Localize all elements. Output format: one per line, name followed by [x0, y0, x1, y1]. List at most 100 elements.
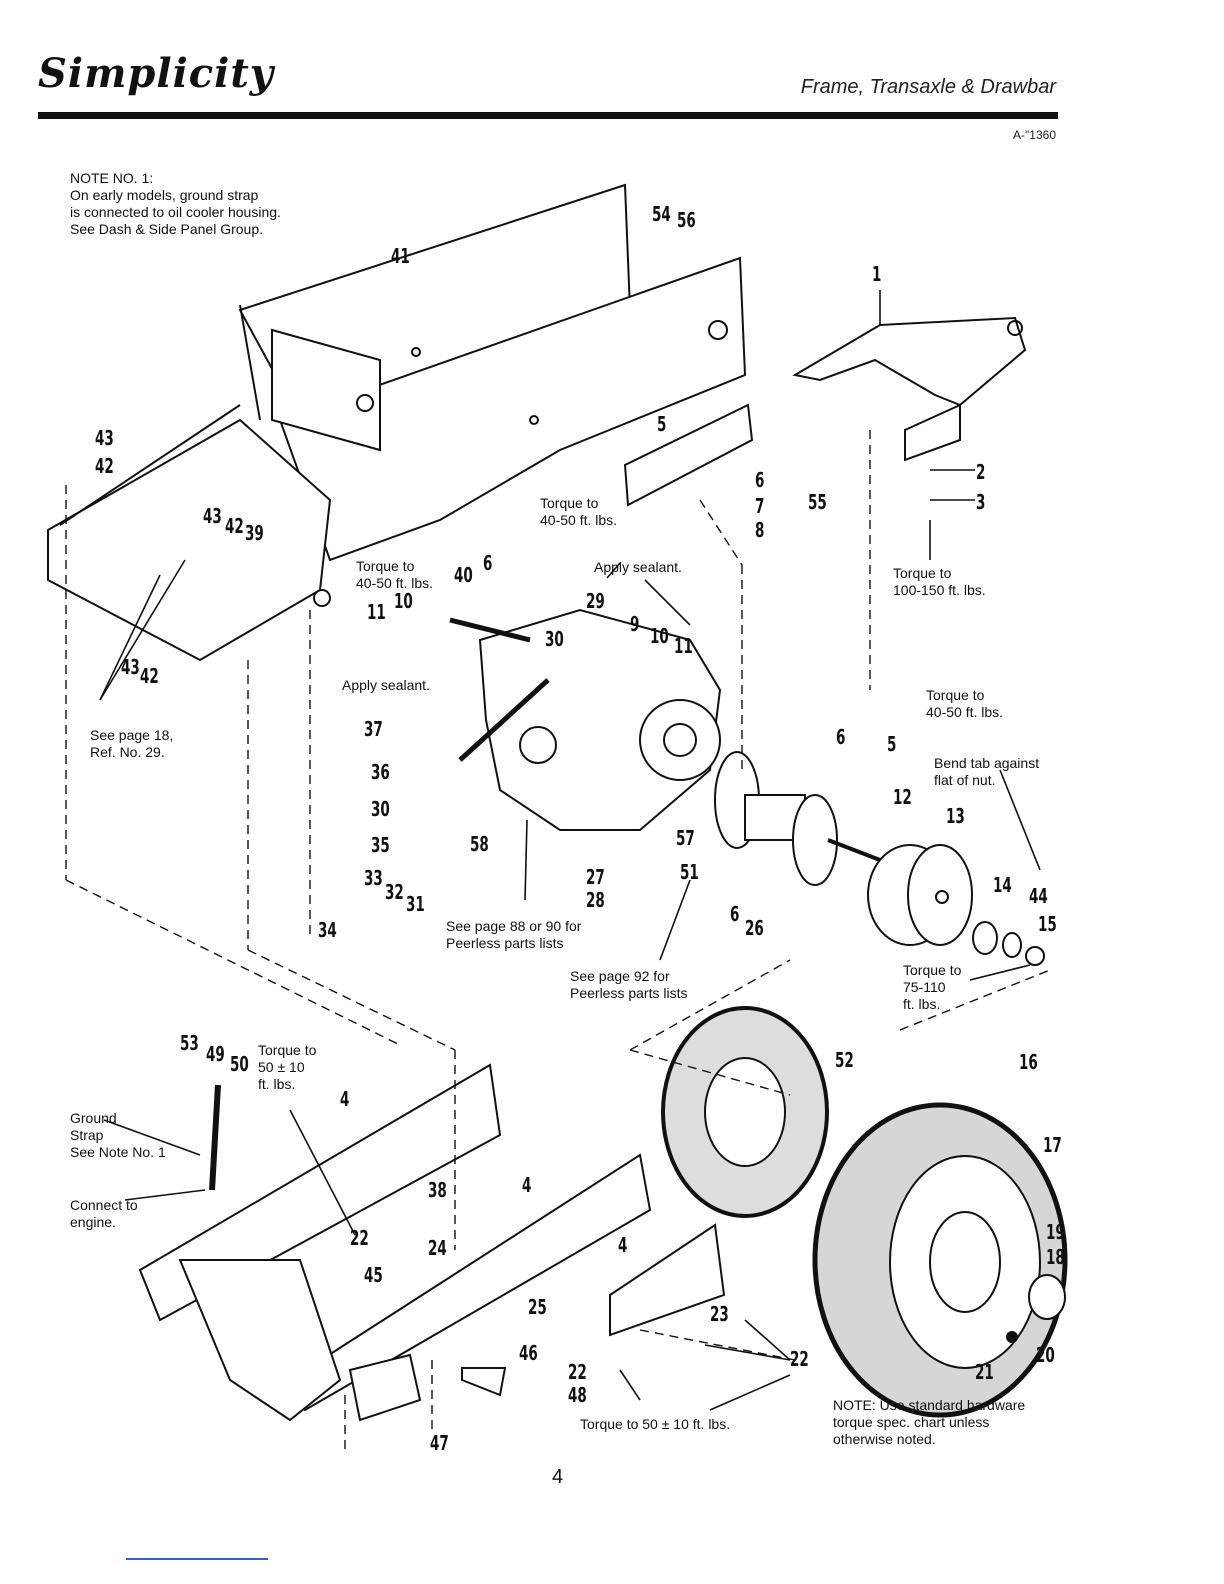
- callout-50: 50: [230, 1052, 249, 1076]
- callout-22b: 22: [790, 1347, 809, 1371]
- torque-note-50-10-b: Torque to 50 ± 10 ft. lbs.: [580, 1416, 731, 1432]
- callout-34: 34: [318, 918, 337, 942]
- tire-tube: [661, 1006, 829, 1218]
- apply-sealant-note-a: Apply sealant.: [594, 559, 682, 575]
- callout-43b: 43: [203, 504, 222, 528]
- callout-4a: 4: [340, 1087, 350, 1111]
- callout-56: 56: [677, 208, 696, 232]
- apply-sealant-note-b: Apply sealant.: [342, 677, 430, 693]
- callout-33: 33: [364, 866, 383, 890]
- callout-42c: 42: [140, 664, 159, 688]
- document-code: A-"1360: [1013, 128, 1056, 142]
- callout-13: 13: [946, 804, 965, 828]
- callout-35: 35: [371, 833, 390, 857]
- torque-note-75-110: Torque to 75-110 ft. lbs.: [903, 962, 962, 1012]
- callout-23: 23: [710, 1302, 729, 1326]
- callout-1: 1: [872, 262, 882, 286]
- callout-4b: 4: [522, 1173, 532, 1197]
- wheel-hub: [867, 844, 1045, 966]
- page-number: 4: [552, 1466, 564, 1488]
- callout-16: 16: [1019, 1050, 1038, 1074]
- callout-20: 20: [1036, 1343, 1055, 1367]
- torque-note-40-50-b: Torque to 40-50 ft. lbs.: [356, 558, 434, 591]
- callout-47: 47: [430, 1431, 449, 1455]
- callout-2: 2: [976, 460, 986, 484]
- torque-note-100-150: Torque to 100-150 ft. lbs.: [893, 565, 986, 598]
- callout-43c: 43: [121, 655, 140, 679]
- callout-53: 53: [180, 1031, 199, 1055]
- drawbar-bracket: [792, 316, 1027, 462]
- callout-44: 44: [1029, 884, 1048, 908]
- callout-11b: 11: [674, 634, 693, 658]
- callout-30b: 30: [371, 797, 390, 821]
- guide-lines: [65, 430, 1051, 1455]
- callout-37: 37: [364, 717, 383, 741]
- leader-lines: [99, 290, 1041, 1411]
- callout-17: 17: [1043, 1133, 1062, 1157]
- callout-31: 31: [406, 892, 425, 916]
- header-rule: [38, 112, 1058, 119]
- callout-19: 19: [1046, 1220, 1065, 1244]
- callout-40: 40: [454, 563, 473, 587]
- callout-3: 3: [976, 490, 986, 514]
- callout-38: 38: [428, 1178, 447, 1202]
- callout-5b: 5: [887, 732, 897, 756]
- transaxle-assembly: [449, 608, 722, 831]
- axle-housing: [714, 751, 881, 886]
- callout-8: 8: [755, 518, 765, 542]
- ground-strap: [209, 1084, 221, 1191]
- callout-32: 32: [385, 880, 404, 904]
- callout-6a: 6: [755, 468, 765, 492]
- callout-11a: 11: [367, 600, 386, 624]
- connect-engine-label: Connect to engine.: [70, 1197, 138, 1230]
- bend-tab-note: Bend tab against flat of nut.: [934, 755, 1040, 788]
- callout-25: 25: [528, 1295, 547, 1319]
- callout-54: 54: [652, 202, 671, 226]
- callout-28: 28: [586, 888, 605, 912]
- callout-48: 48: [568, 1383, 587, 1407]
- callout-27: 27: [586, 865, 605, 889]
- callout-26: 26: [745, 916, 764, 940]
- callout-24: 24: [428, 1236, 447, 1260]
- upper-frame-assembly: [47, 183, 747, 662]
- callout-58: 58: [470, 832, 489, 856]
- callout-41: 41: [391, 244, 410, 268]
- callout-5a: 5: [657, 412, 667, 436]
- ground-strap-label: Ground Strap See Note No. 1: [70, 1110, 166, 1160]
- drawbar: [461, 1367, 507, 1397]
- callout-14: 14: [993, 873, 1012, 897]
- torque-note-40-50-c: Torque to 40-50 ft. lbs.: [926, 687, 1004, 720]
- callout-52: 52: [835, 1048, 854, 1072]
- axle-bracket: [623, 403, 754, 507]
- note-no-1: NOTE NO. 1: On early models, ground stra…: [70, 170, 281, 237]
- torque-note-40-50-a: Torque to 40-50 ft. lbs.: [540, 495, 618, 528]
- callout-36: 36: [371, 760, 390, 784]
- callout-43a: 43: [95, 426, 114, 450]
- callout-42b: 42: [225, 514, 244, 538]
- page-title: Frame, Transaxle & Drawbar: [800, 76, 1056, 98]
- see-page-92-note: See page 92 for Peerless parts lists: [570, 968, 688, 1001]
- callout-10a: 10: [394, 589, 413, 613]
- callout-45: 45: [364, 1263, 383, 1287]
- callout-46: 46: [519, 1341, 538, 1365]
- callout-15: 15: [1038, 912, 1057, 936]
- lower-frame-assembly: [138, 1063, 726, 1422]
- callout-55: 55: [808, 490, 827, 514]
- callout-22c: 22: [568, 1360, 587, 1384]
- callout-7: 7: [755, 494, 765, 518]
- callout-30a: 30: [545, 627, 564, 651]
- callout-4c: 4: [618, 1233, 628, 1257]
- wheel-tire-assembly: [812, 1102, 1068, 1418]
- hardware-note: NOTE: Use standard hardware torque spec.…: [833, 1397, 1026, 1447]
- callout-49: 49: [206, 1042, 225, 1066]
- callout-6c: 6: [836, 725, 846, 749]
- callout-18: 18: [1046, 1245, 1065, 1269]
- see-page-88-note: See page 88 or 90 for Peerless parts lis…: [446, 918, 582, 951]
- callout-6d: 6: [730, 902, 740, 926]
- see-page-18-note: See page 18, Ref. No. 29.: [90, 727, 174, 760]
- callout-39: 39: [245, 521, 264, 545]
- callout-22a: 22: [350, 1226, 369, 1250]
- callout-29: 29: [586, 589, 605, 613]
- callout-12: 12: [893, 785, 912, 809]
- callout-21: 21: [975, 1360, 994, 1384]
